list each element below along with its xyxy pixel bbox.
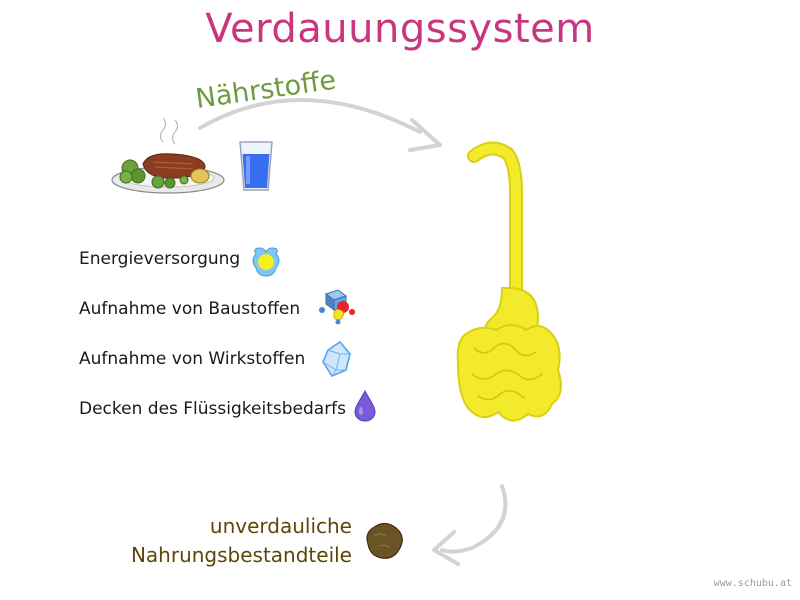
watermark: www.schubu.at [713, 578, 792, 589]
water-glass-icon [239, 141, 273, 191]
waste-label: unverdauliche Nahrungsbestandteile [100, 512, 352, 570]
digestive-tract-illustration [456, 141, 562, 422]
crystal-icon [322, 340, 351, 378]
food-plate-icon [111, 117, 225, 194]
page-title: Verdauungssystem [205, 6, 595, 52]
benefit-energy-label: Energieversorgung [79, 249, 241, 269]
building-blocks-icon [319, 289, 355, 325]
waste-label-line2: Nahrungsbestandteile [130, 543, 352, 567]
sun-energy-icon [252, 247, 280, 277]
benefit-active-substances-label: Aufnahme von Wirkstoffen [79, 349, 306, 369]
waste-label-line1: unverdauliche [209, 514, 352, 538]
stool-icon [366, 522, 403, 559]
water-drop-icon [354, 389, 376, 422]
benefit-fluid-label: Decken des Flüssigkeitsbedarfs [79, 399, 347, 419]
benefit-building-blocks-label: Aufnahme von Baustoffen [79, 299, 301, 319]
